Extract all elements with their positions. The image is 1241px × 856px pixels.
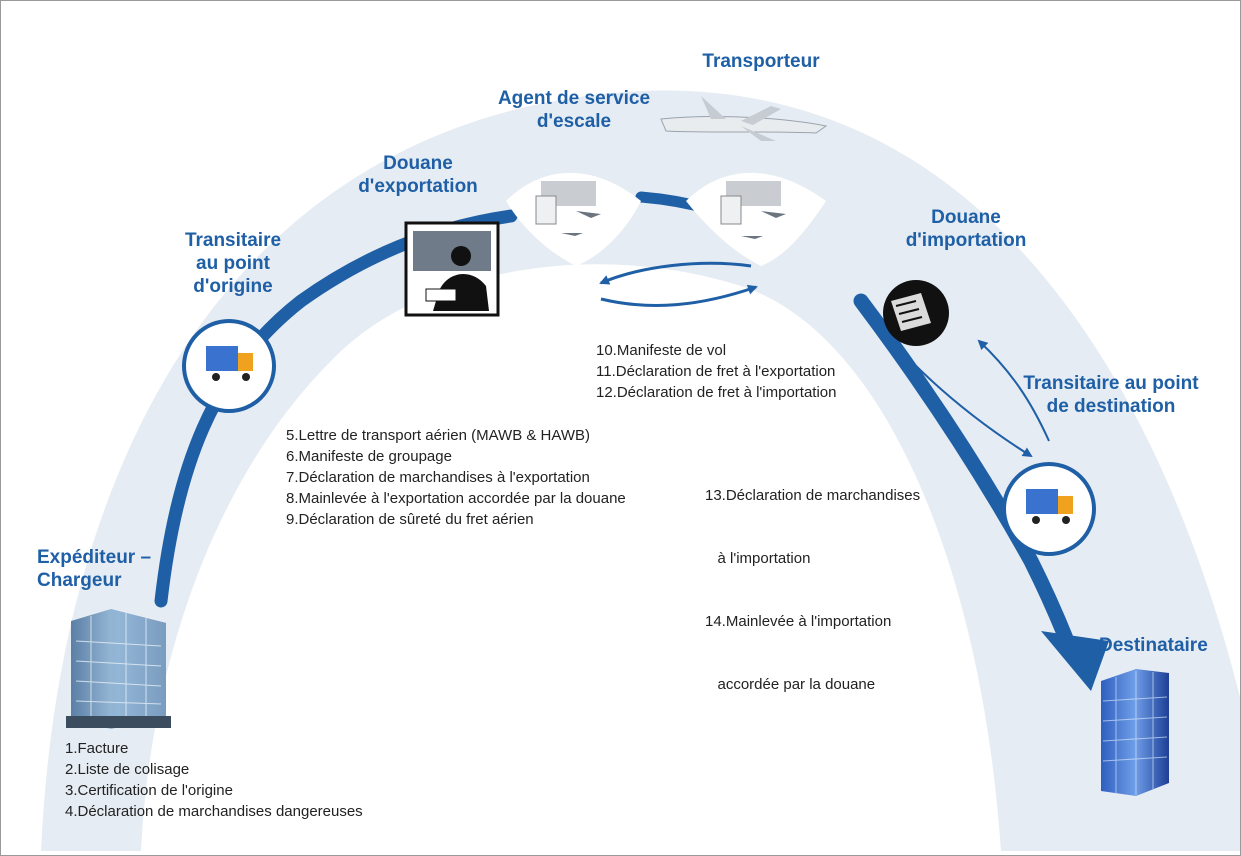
document-item: 9.Déclaration de sûreté du fret aérien xyxy=(286,511,534,528)
return-arrow-lower xyxy=(600,284,758,307)
shipper-label: Expéditeur –Chargeur xyxy=(37,547,152,591)
shipper-documents-list: 1.Facture 2.Liste de colisage 3.Certific… xyxy=(65,738,363,822)
document-item: 5.Lettre de transport aérien (MAWB & HAW… xyxy=(286,427,590,444)
export-documents-list: 5.Lettre de transport aérien (MAWB & HAW… xyxy=(286,425,626,530)
consignee-building-icon xyxy=(1101,669,1169,796)
document-item: 8.Mainlevée à l'exportation accordée par… xyxy=(286,490,626,507)
document-item: 6.Manifeste de groupage xyxy=(286,448,452,465)
document-item: 10.Manifeste de vol xyxy=(596,342,727,359)
airplane-icon xyxy=(660,96,828,141)
customs-officer-icon xyxy=(404,221,500,317)
document-item: 7.Déclaration de marchandises à l'export… xyxy=(286,469,590,486)
return-arrow-upper xyxy=(599,261,752,285)
destination-truck-badge xyxy=(1002,462,1096,556)
origin-truck-badge xyxy=(182,319,276,413)
document-item: 12.Déclaration de fret à l'importation xyxy=(596,384,837,401)
document-item: 1.Facture xyxy=(65,740,129,757)
airport-terminal-icon-2 xyxy=(686,172,826,266)
import-customs-icon xyxy=(883,280,949,346)
document-item: accordée par la douane xyxy=(705,676,876,693)
document-item: 11.Déclaration de fret à l'exportation xyxy=(596,363,836,380)
office-building-icon xyxy=(66,609,171,729)
document-item: 2.Liste de colisage xyxy=(65,761,190,778)
document-item: 14.Mainlevée à l'importation xyxy=(705,613,892,630)
main-flow-arrowhead xyxy=(1041,631,1109,691)
document-item: 4.Déclaration de marchandises dangereuse… xyxy=(65,803,363,820)
carrier-label: Transporteur xyxy=(702,51,820,72)
document-item: à l'importation xyxy=(705,550,811,567)
import-documents-list: 13.Déclaration de marchandises à l'impor… xyxy=(705,443,920,737)
destination-arrow-up xyxy=(977,339,1050,442)
airport-terminal-icon xyxy=(506,172,641,266)
consignee-label: Destinataire xyxy=(1099,635,1208,656)
flight-documents-list: 10.Manifeste de vol 11.Déclaration de fr… xyxy=(596,340,837,403)
document-item: 3.Certification de l'origine xyxy=(65,782,233,799)
document-item: 13.Déclaration de marchandises xyxy=(705,487,921,504)
destination-arrow-down xyxy=(910,360,1033,458)
